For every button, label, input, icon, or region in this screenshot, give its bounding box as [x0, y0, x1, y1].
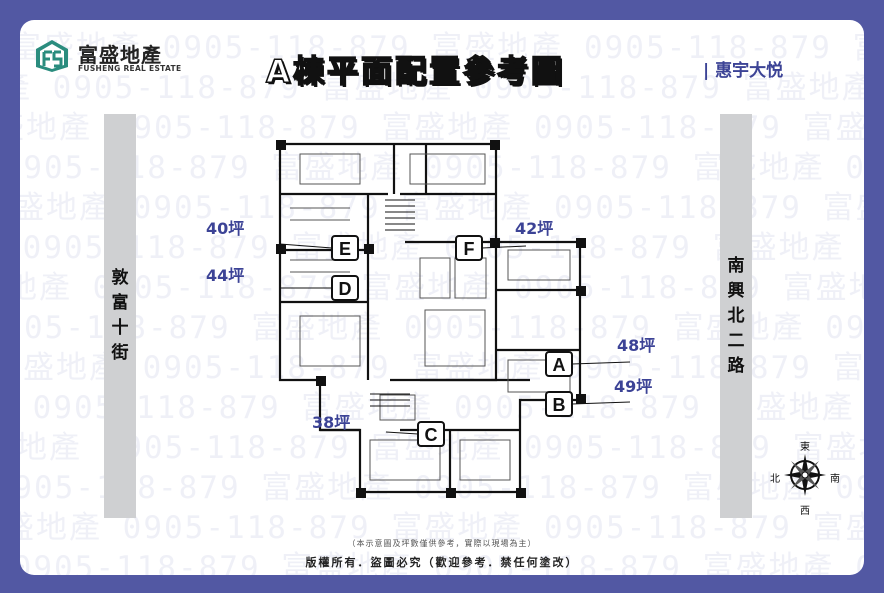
leader-line: [481, 245, 527, 249]
unit-b-label: B: [553, 395, 566, 415]
unit-d-area: 44坪: [206, 266, 245, 285]
unit-e-label: E: [339, 239, 351, 259]
unit-e-area: 40坪: [206, 219, 245, 238]
compass-south: 南: [830, 474, 840, 485]
page-title: A棟平面配置參考圖: [265, 53, 565, 91]
brand-mark-icon: [36, 40, 68, 72]
plan-column: [576, 238, 586, 248]
compass-east: 東: [800, 442, 810, 453]
plan-column: [490, 140, 500, 150]
brand-logo: 富盛地產 FUSHENG REAL ESTATE: [34, 38, 204, 78]
plan-column: [276, 140, 286, 150]
unit-f-area: 42坪: [515, 219, 554, 238]
street-left: 敦 富 十 街: [104, 114, 136, 518]
plan-wall: [299, 153, 486, 185]
street-right-char: 二: [727, 330, 745, 351]
plan-column: [576, 286, 586, 296]
plan-column: [356, 488, 366, 498]
poster-card: 富盛地產 0905-118-879 富盛地產 0905-118-879 富盛地產…: [20, 20, 864, 575]
unit-a-area: 48坪: [617, 336, 656, 355]
plan-wall: [366, 144, 428, 380]
leader-line: [571, 361, 630, 365]
plan-wall: [496, 288, 580, 352]
street-left-char: 街: [111, 343, 129, 363]
unit-f-label: F: [464, 239, 475, 259]
plan-wall: [370, 393, 410, 407]
plan-wall: [379, 394, 416, 421]
compass-rose: 東 北 南 西: [764, 432, 844, 522]
plan-wall: [369, 439, 511, 481]
plan-column: [516, 488, 526, 498]
plan-wall: [424, 309, 486, 367]
plan-wall: [419, 257, 487, 299]
street-left-char: 十: [111, 318, 129, 338]
street-right: 南 興 北 二 路: [720, 114, 752, 518]
unit-c-label: C: [425, 425, 438, 445]
unit-c-area: 38坪: [312, 413, 351, 432]
leader-line: [385, 431, 419, 435]
disclaimer: （本示意圖及坪數僅供參考，實際以現場為主）: [347, 539, 537, 548]
compass-north: 北: [770, 474, 780, 485]
floor-plan: E D F A B C: [276, 140, 630, 498]
street-right-char: 南: [727, 255, 745, 276]
project-name: | 惠宇大悦: [703, 61, 784, 81]
leader-line: [571, 401, 630, 405]
unit-d-label: D: [339, 279, 352, 299]
brand-name: 富盛地產: [78, 43, 162, 67]
plan-wall: [290, 207, 350, 273]
unit-b-area: 49坪: [614, 377, 653, 396]
unit-a-label: A: [553, 355, 566, 375]
street-right-char: 路: [727, 355, 745, 376]
plan-wall: [299, 315, 361, 367]
plan-wall: [385, 199, 415, 231]
copyright-notice: 版權所有．盜圖必究（歡迎參考．禁任何塗改）: [305, 556, 579, 569]
plan-column: [316, 376, 326, 386]
plan-column: [490, 238, 500, 248]
street-left-char: 敦: [111, 268, 129, 288]
street-right-char: 興: [727, 280, 745, 301]
plan-column: [364, 244, 374, 254]
plan-column: [276, 244, 286, 254]
leader-line: [279, 243, 333, 249]
plan-column: [576, 394, 586, 404]
plan-column: [446, 488, 456, 498]
compass-icon: [784, 454, 826, 496]
street-left-char: 富: [111, 293, 129, 313]
brand-subtitle: FUSHENG REAL ESTATE: [78, 64, 182, 73]
compass-west: 西: [800, 506, 810, 517]
street-right-char: 北: [727, 305, 745, 326]
